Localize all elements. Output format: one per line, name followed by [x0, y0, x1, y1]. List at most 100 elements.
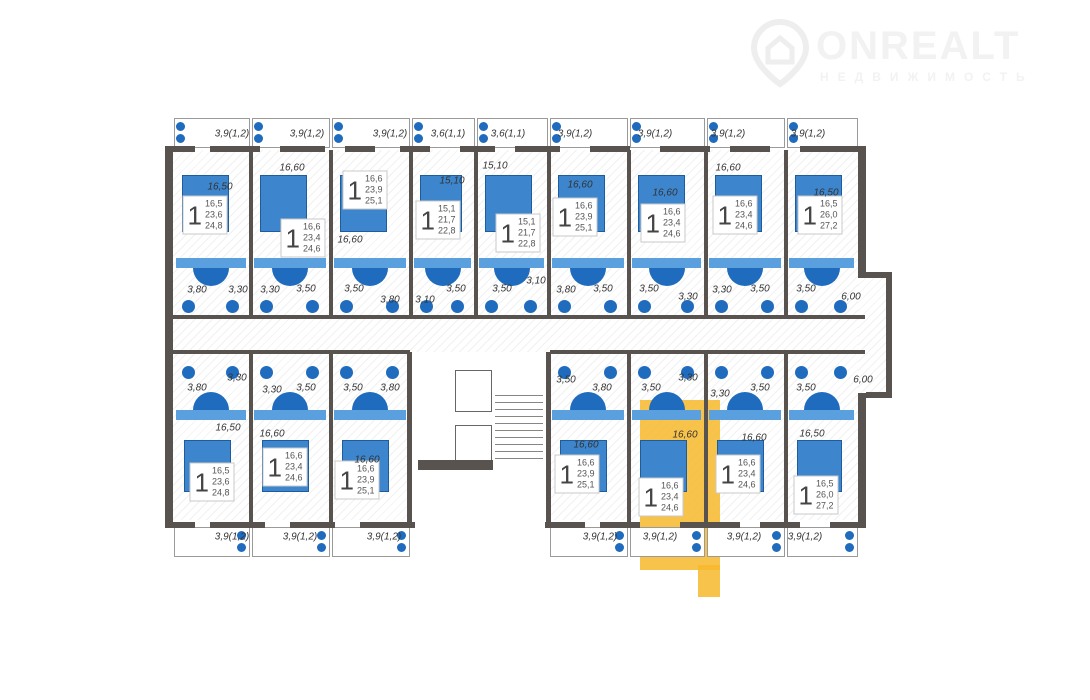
living-area: 16,6 — [302, 221, 321, 232]
aux-area-label: 3,50 — [639, 283, 659, 295]
stair-wall — [546, 352, 551, 527]
partition-wall — [409, 150, 413, 316]
kitchen-unit — [552, 258, 624, 268]
wall-segment — [165, 146, 195, 152]
chair-icon — [632, 122, 641, 131]
balcony-area-label: 3,6(1,1) — [490, 128, 526, 140]
wall-segment — [460, 146, 495, 152]
living-area: 15,1 — [437, 203, 456, 214]
room-count: 1 — [557, 202, 572, 232]
aux-area-label: 3,50 — [446, 283, 466, 295]
total-area-with-balcony: 24,6 — [734, 220, 753, 231]
chair-icon — [552, 122, 561, 131]
balcony — [174, 118, 250, 148]
aux-area-label: 3,50 — [492, 283, 512, 295]
balcony — [630, 118, 705, 148]
room-count: 1 — [798, 480, 813, 510]
aux-area-label: 3,50 — [593, 283, 613, 295]
living-area: 16,6 — [574, 200, 593, 211]
sink — [761, 366, 774, 379]
balcony — [550, 118, 628, 148]
sink — [306, 366, 319, 379]
corridor-wall-bottom — [550, 350, 865, 354]
room-area-label: 16,50 — [207, 181, 233, 193]
total-area-with-balcony: 24,6 — [284, 472, 303, 483]
chair-icon — [772, 543, 781, 552]
toilet — [260, 300, 273, 313]
partition-wall — [704, 354, 708, 524]
bathtub — [727, 268, 763, 286]
toilet — [795, 366, 808, 379]
elevator — [455, 370, 492, 412]
wall-segment — [830, 522, 866, 528]
wall-segment — [600, 522, 640, 528]
total-area: 23,4 — [734, 209, 753, 220]
chair-icon — [709, 134, 718, 143]
aux-area-label: 3,80 — [556, 284, 576, 296]
bathtub — [352, 392, 388, 410]
total-area-with-balcony: 24,6 — [660, 502, 679, 513]
stair-step — [495, 409, 543, 410]
total-area-with-balcony: 24,8 — [211, 487, 230, 498]
wall-segment — [590, 146, 630, 152]
total-area: 21,7 — [517, 227, 536, 238]
aux-area-label: 3,50 — [296, 283, 316, 295]
toilet — [558, 366, 571, 379]
chair-icon — [414, 134, 423, 143]
aux-area-label: 3,30 — [678, 291, 698, 303]
aux-area-label: 3,80 — [592, 382, 612, 394]
stair-step — [495, 423, 543, 424]
toilet — [795, 300, 808, 313]
aux-area-label: 3,30 — [227, 372, 247, 384]
chair-icon — [317, 543, 326, 552]
stair-step — [495, 430, 543, 431]
partition-wall — [784, 354, 788, 524]
bump-wall — [866, 392, 892, 398]
sink — [226, 300, 239, 313]
room-area-label: 16,50 — [813, 187, 839, 199]
kitchen-unit — [176, 258, 246, 268]
stair-step — [495, 395, 543, 396]
balcony-area-label: 3,9(1,2) — [214, 531, 250, 543]
room-count: 1 — [802, 200, 817, 230]
living-area: 16,6 — [576, 457, 595, 468]
room-count: 1 — [643, 482, 658, 512]
total-area-with-balcony: 25,1 — [356, 485, 375, 496]
total-area: 23,4 — [662, 217, 681, 228]
stair-step — [495, 402, 543, 403]
wall-segment — [680, 522, 740, 528]
aux-area-label: 3,50 — [750, 382, 770, 394]
toilet — [715, 300, 728, 313]
chair-icon — [789, 122, 798, 131]
room-area-label: 16,60 — [715, 162, 741, 174]
bathtub — [493, 268, 530, 286]
kitchen-unit — [789, 258, 854, 268]
toilet — [638, 300, 651, 313]
balcony — [412, 118, 475, 148]
total-area: 21,7 — [437, 214, 456, 225]
chair-icon — [414, 122, 423, 131]
sink — [681, 366, 694, 379]
balcony-area-label: 3,6(1,1) — [430, 128, 466, 140]
balcony-area-label: 3,9(1,2) — [710, 128, 746, 140]
toilet — [260, 366, 273, 379]
sink — [386, 366, 399, 379]
toilet — [715, 366, 728, 379]
room-area-label: 16,50 — [215, 422, 241, 434]
room-area-label: 15,10 — [439, 175, 465, 187]
chair-icon — [845, 531, 854, 540]
chair-icon — [692, 531, 701, 540]
living-area: 16,6 — [662, 206, 681, 217]
balcony-area-label: 3,9(1,2) — [582, 531, 618, 543]
sink — [604, 300, 617, 313]
wall-segment — [800, 146, 866, 152]
living-area: 16,5 — [204, 198, 223, 209]
chair-icon — [317, 531, 326, 540]
room-area-label: 16,60 — [279, 162, 305, 174]
